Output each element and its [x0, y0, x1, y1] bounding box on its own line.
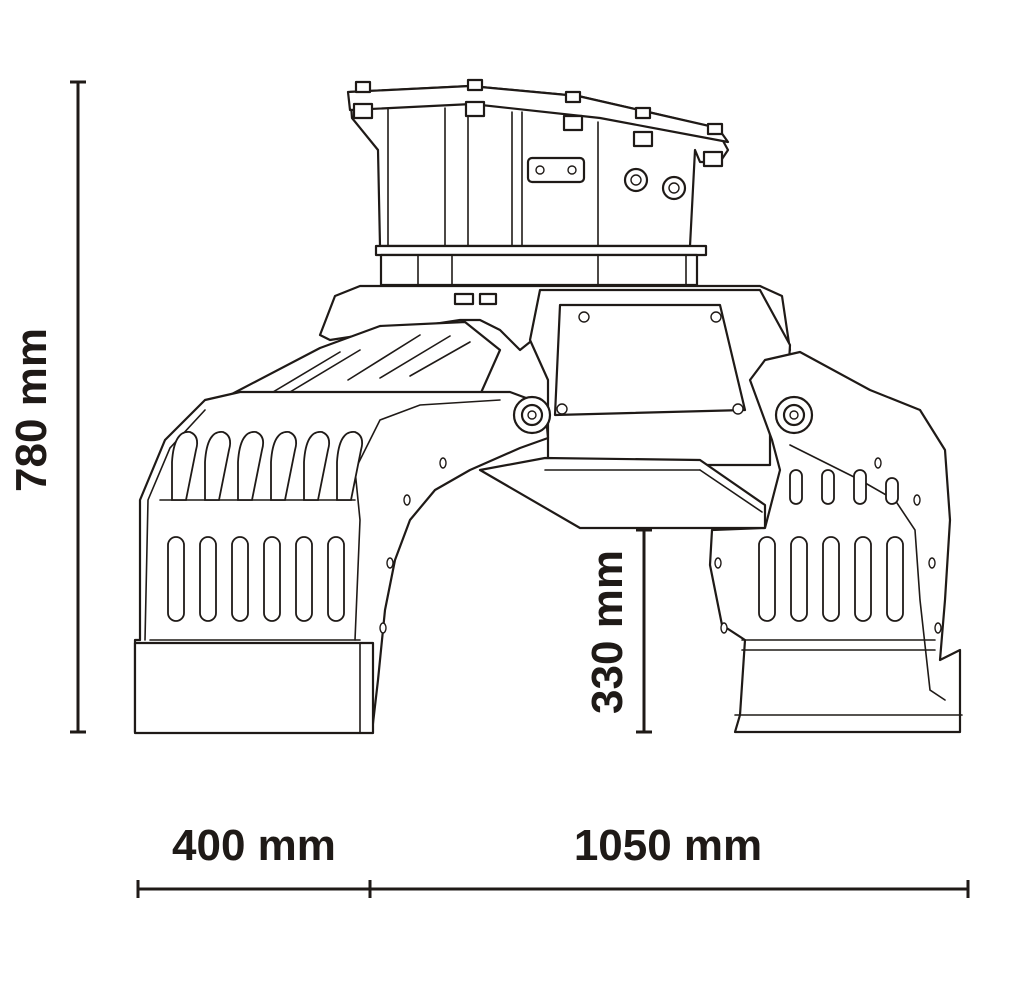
height-total-label: 780 mm [7, 328, 56, 492]
left-jaw-vertical-slots [167, 536, 345, 622]
flange-bolts [352, 78, 724, 168]
dimension-height-total: 780 mm [7, 80, 86, 734]
mounting-bracket [346, 78, 730, 287]
left-cylinder-cover [228, 320, 502, 410]
sorting-grapple-illustration [133, 78, 963, 735]
left-jaw [133, 390, 552, 735]
jaw-width-label: 400 mm [172, 821, 336, 870]
right-jaw-upper-slots [789, 469, 899, 505]
right-jaw-vertical-slots [758, 536, 904, 622]
jaw-opening-height-label: 330 mm [583, 550, 632, 714]
dimension-horizontal: 400 mm 1050 mm [136, 821, 970, 898]
right-jaw [708, 350, 963, 734]
open-span-label: 1050 mm [574, 821, 762, 870]
left-jaw-upper-slots [171, 431, 364, 501]
grapple-body [318, 284, 792, 530]
dimension-jaw-opening-height: 330 mm [583, 528, 652, 734]
hydraulic-fittings [623, 167, 687, 201]
